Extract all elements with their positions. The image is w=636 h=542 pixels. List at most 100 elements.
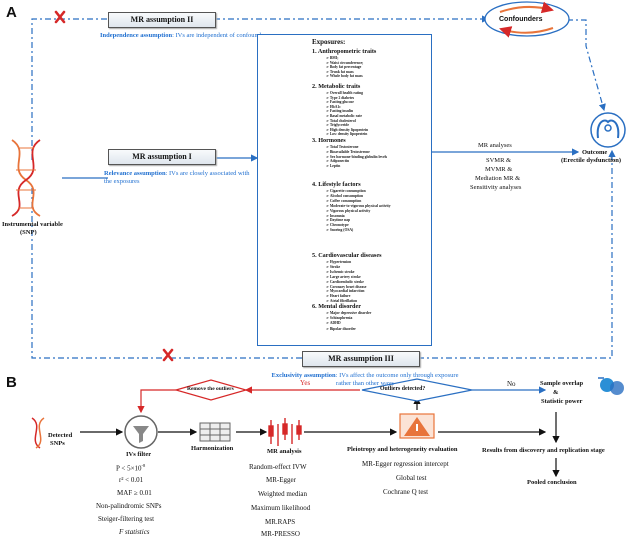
exposure-item: Cardioembolic stroke	[326, 280, 364, 284]
no-label: No	[507, 380, 516, 388]
filter-item-maf: MAF ≥ 0.01	[117, 489, 152, 497]
exposure-item: Daytime nap	[326, 218, 350, 222]
outcome-label: Outcome	[582, 149, 608, 156]
mr-analysis-label: MR analysis	[267, 448, 302, 455]
mr-method-presso: MR-PRESSO	[261, 530, 300, 538]
harmonization-label: Harmonization	[191, 445, 234, 452]
filter-item-p: P < 5×10-8	[116, 463, 146, 473]
exposure-item: Overall health rating	[326, 91, 363, 95]
exposure-group-number: 1.	[312, 48, 317, 55]
exposure-group-name: Metabolic traits	[318, 83, 361, 90]
exposure-item: Myocardial infarction	[326, 289, 365, 293]
candlestick-icon	[268, 418, 302, 446]
pleio-method-egger: MR-Egger regression intercept	[362, 460, 449, 468]
mr-analyses-line3: Mediation MR &	[475, 175, 521, 182]
remove-outliers-label: Remove the outliers	[187, 386, 234, 392]
exposure-item: Insomnia	[326, 214, 345, 218]
mr-method-egger: MR-Egger	[266, 476, 296, 484]
mr-analyses-title: MR analyses	[478, 142, 512, 149]
exposure-group-header: 5. Cardiovascular diseases	[312, 252, 382, 259]
exposure-item: Coffee consumption	[326, 199, 361, 203]
cycle-arrow-icon	[499, 1, 554, 14]
exposure-item: Waist circumference;	[326, 61, 364, 65]
exposure-group-header: 1. Anthropometric traits	[312, 48, 376, 55]
filter-item-r2: r² < 0.01	[119, 476, 144, 484]
exposure-item: Total cholesterol	[326, 119, 356, 123]
exposure-item: Adiponectin	[326, 159, 349, 163]
exposure-item: HbA1c	[326, 105, 341, 109]
instrument-label: Instrumental variable	[2, 221, 63, 228]
warning-chart-icon	[399, 413, 435, 439]
exposure-item: Leptin	[326, 164, 340, 168]
exclusivity-caption: Exclusivity assumption: IVs affect the o…	[271, 372, 459, 387]
ivs-filter-label: IVs filter	[126, 451, 152, 458]
exposure-item: Coronary heart disease	[326, 285, 367, 289]
panel-a-label: A	[6, 4, 17, 21]
exposure-item: Chronotype	[326, 223, 349, 227]
exposure-item: ADHD	[326, 321, 341, 325]
exposure-group-header: 3. Hormones	[312, 137, 346, 144]
exposure-item: BMI;	[326, 56, 339, 60]
detected-snps-sublabel: SNPs	[50, 440, 65, 447]
mr-analyses-line4: Sensitivity analyses	[470, 184, 522, 191]
exposure-group-header: 2. Metabolic traits	[312, 83, 360, 90]
instrument-sublabel: (SNP)	[20, 229, 37, 236]
exposure-item: High density lipoprotein	[326, 128, 368, 132]
statistic-power-label: Statistic power	[541, 398, 583, 405]
exposure-item: Sex hormone-binding globulin levels	[326, 155, 387, 159]
exposure-group-name: Lifestyle factors	[318, 181, 361, 188]
main-path	[62, 148, 580, 179]
exposure-item: Bioavailable Testosterone	[326, 150, 370, 154]
exposure-item: Schizophrenia	[326, 316, 352, 320]
exposure-item: Fasting insulin	[326, 109, 353, 113]
exposures-title: Exposures:	[312, 38, 346, 46]
overlap-circles-icon	[598, 377, 624, 395]
mr-assumption-2-box: MR assumption II	[108, 12, 216, 28]
grid-icon	[199, 422, 231, 442]
mr-assumption-1-box: MR assumption I	[108, 149, 216, 165]
pleio-method-cochrane: Cochrane Q test	[383, 488, 429, 496]
exposure-item: Ischemic stroke	[326, 270, 355, 274]
ampersand-label: &	[553, 389, 559, 396]
detected-snps-label: Detected	[48, 432, 73, 439]
outlier-feedback-path	[137, 386, 360, 414]
sample-overlap-label: Sample overlap	[540, 380, 584, 387]
exposure-item: Major depressive disorder	[326, 311, 371, 315]
filter-item-steiger: Steiger-filtering test	[98, 515, 155, 523]
exposure-group-number: 6.	[312, 303, 317, 310]
exposure-item: Vigorous physical activity	[326, 209, 371, 213]
exposure-group-number: 2.	[312, 83, 317, 90]
mr-method-raps: MR.RAPS	[265, 518, 296, 526]
cycle-arrow-icon	[499, 26, 554, 38]
assumption-paths	[31, 15, 616, 359]
exposure-item: Hypertension	[326, 260, 351, 264]
exposure-group-name: Hormones	[318, 137, 346, 144]
exposure-item: Fasting glucose	[326, 100, 354, 104]
exposure-group-name: Anthropometric traits	[317, 48, 377, 55]
outcome-sublabel: (Erectile dysfunction)	[561, 157, 621, 164]
flow-arrows	[80, 396, 560, 478]
cross-icon	[54, 10, 174, 362]
exposure-item: Moderate-to-vigorous physical activity	[326, 204, 391, 208]
pooled-conclusion-label: Pooled conclusion	[527, 479, 577, 486]
exposure-item: Alcohol consumption	[326, 194, 363, 198]
relevance-caption: Relevance assumption: IVs are closely as…	[104, 170, 250, 185]
mr-assumption-3-box: MR assumption III	[302, 351, 420, 367]
results-label: Results from discovery and replication s…	[482, 447, 605, 454]
mr-method-ml: Maximum likelihood	[251, 504, 311, 512]
exposure-item: Whole body fat mass	[326, 74, 363, 78]
exposure-item: Atrial fibrillation	[326, 299, 357, 303]
exposure-item: Triglyceride	[326, 123, 349, 127]
yes-label: Yes	[300, 379, 311, 387]
pleiotropy-label: Pleiotropy and heterogeneity evaluation	[347, 446, 458, 453]
panel-b-label: B	[6, 374, 17, 391]
remove-outliers-diamond	[173, 379, 249, 401]
exposure-item: Body fat percentage	[326, 65, 361, 69]
exposure-group-number: 4.	[312, 181, 317, 188]
mr-method-wm: Weighted median	[258, 490, 308, 498]
dna-icon	[31, 417, 45, 449]
exposure-item: Bipolar disorder	[326, 327, 356, 331]
dna-icon	[11, 139, 41, 217]
exposure-group-number: 5.	[312, 252, 317, 259]
